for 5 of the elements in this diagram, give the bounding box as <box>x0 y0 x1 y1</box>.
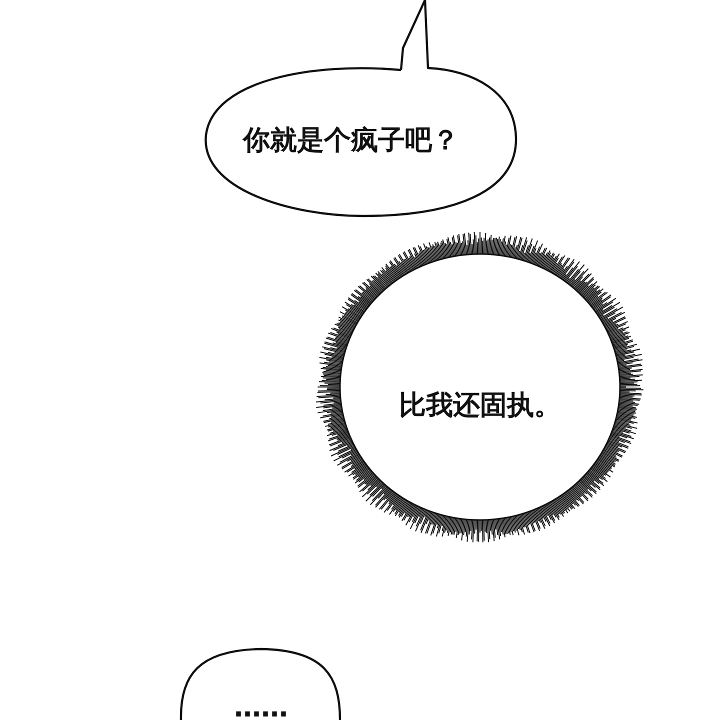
speech-text: …… <box>234 692 288 720</box>
speech-bubble <box>178 646 344 720</box>
speech-bubble <box>203 0 519 218</box>
speech-text: 比我还固执。 <box>399 389 561 423</box>
speech-text: 你就是个疯子吧？ <box>243 124 459 158</box>
